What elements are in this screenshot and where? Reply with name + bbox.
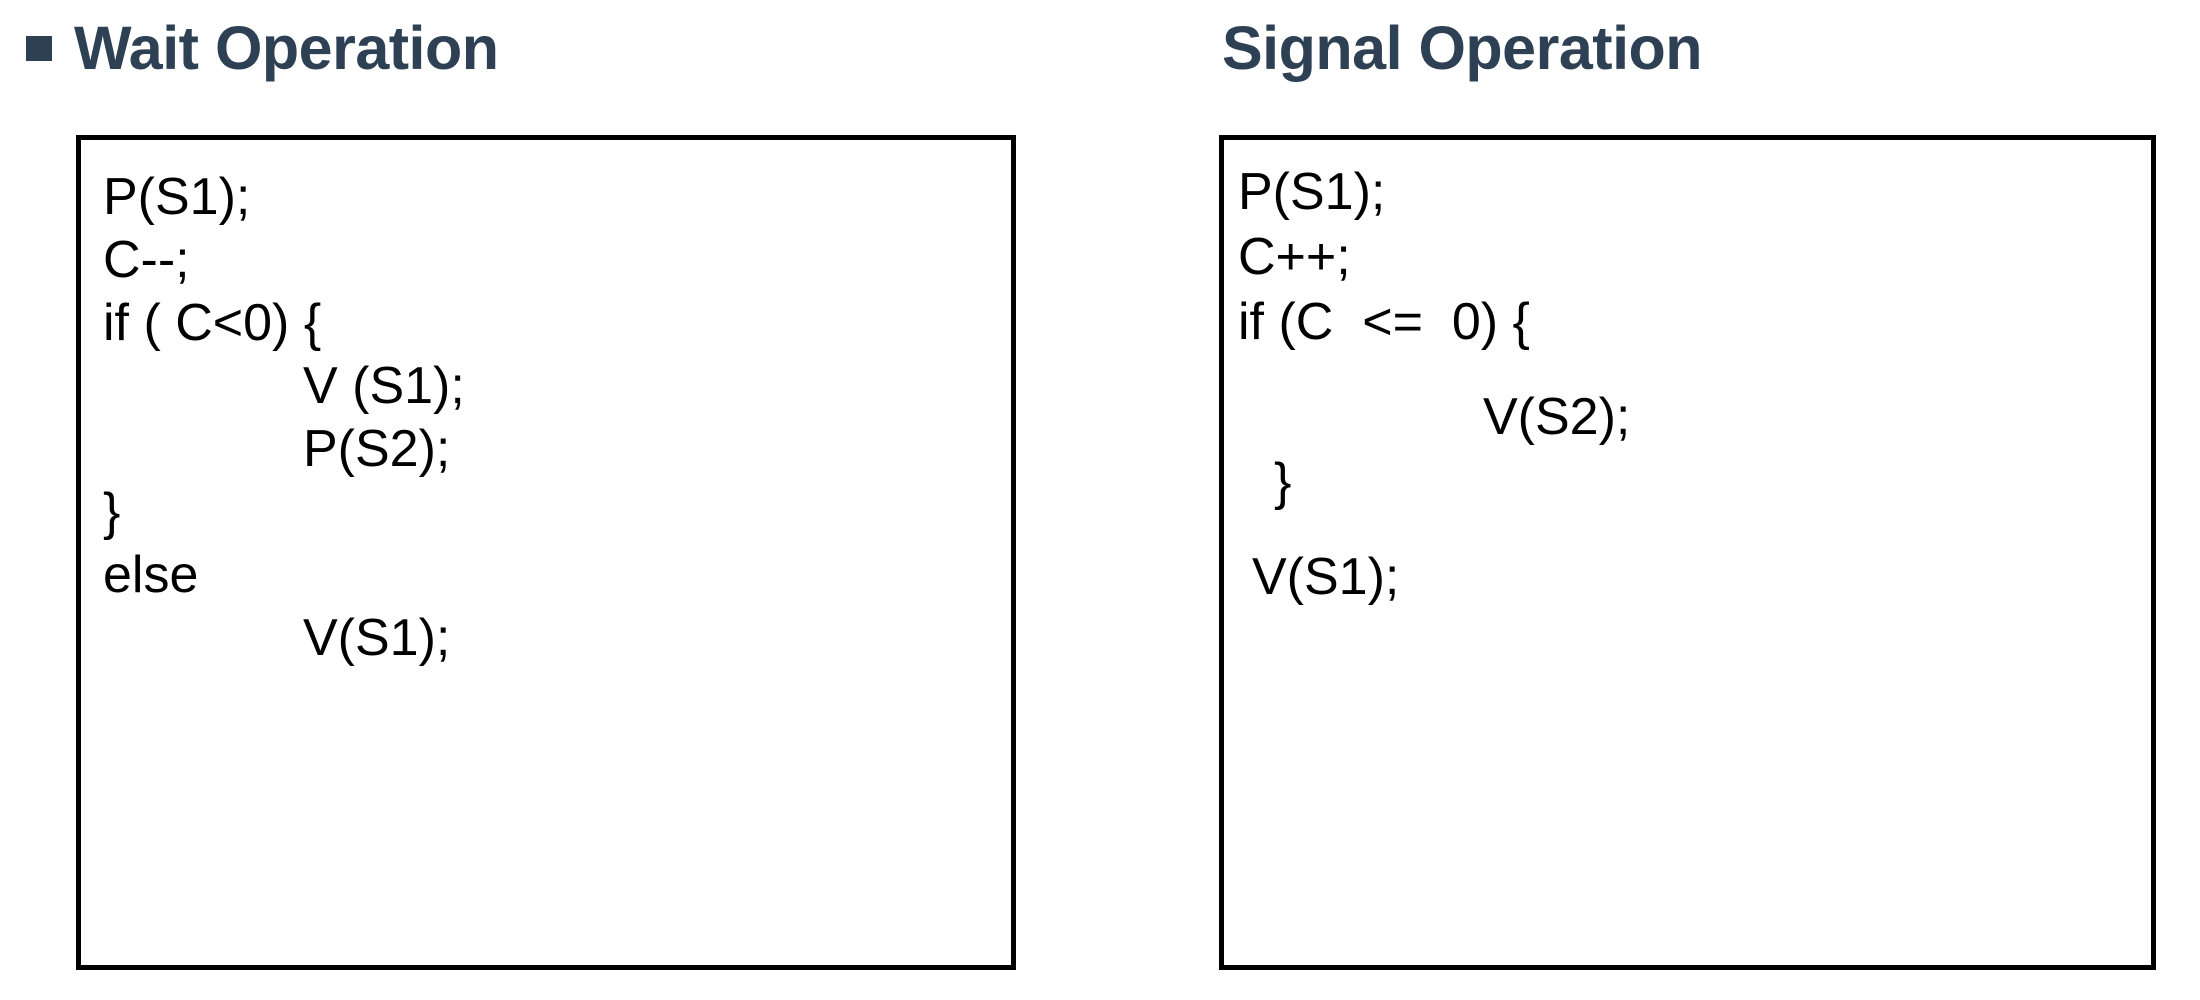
code-line: } bbox=[1274, 453, 1292, 511]
code-line: V(S1); bbox=[1252, 548, 1400, 606]
code-line: V(S1); bbox=[303, 609, 451, 667]
code-line: V(S2); bbox=[1483, 388, 1631, 446]
square-bullet-icon bbox=[26, 35, 52, 61]
code-line: C--; bbox=[103, 231, 190, 289]
code-line: P(S2); bbox=[303, 420, 451, 478]
code-line: P(S1); bbox=[1238, 163, 1386, 221]
code-line: P(S1); bbox=[103, 168, 251, 226]
code-line-blank bbox=[1238, 515, 2151, 545]
signal-operation-code-box: P(S1); C++; if (C <= 0) { V(S2); } V(S1)… bbox=[1219, 135, 2156, 970]
code-line: if (C <= 0) { bbox=[1238, 293, 1530, 351]
code-line: if ( C<0) { bbox=[103, 294, 322, 352]
signal-operation-code-list: P(S1); C++; if (C <= 0) { V(S2); } V(S1)… bbox=[1224, 160, 2151, 610]
code-line-blank bbox=[1238, 355, 2151, 385]
code-line: } bbox=[103, 483, 121, 541]
signal-operation-heading-row: Signal Operation bbox=[1222, 6, 1703, 90]
wait-operation-title: Wait Operation bbox=[74, 13, 499, 82]
signal-operation-title: Signal Operation bbox=[1222, 13, 1703, 82]
wait-operation-heading-row: Wait Operation bbox=[26, 6, 499, 90]
code-line: V (S1); bbox=[303, 357, 465, 415]
code-line: else bbox=[103, 546, 199, 604]
code-line: C++; bbox=[1238, 228, 1351, 286]
wait-operation-code-box: P(S1); C--; if ( C<0) { V (S1); P(S2); }… bbox=[76, 135, 1016, 970]
wait-operation-code-list: P(S1); C--; if ( C<0) { V (S1); P(S2); }… bbox=[81, 166, 1011, 670]
